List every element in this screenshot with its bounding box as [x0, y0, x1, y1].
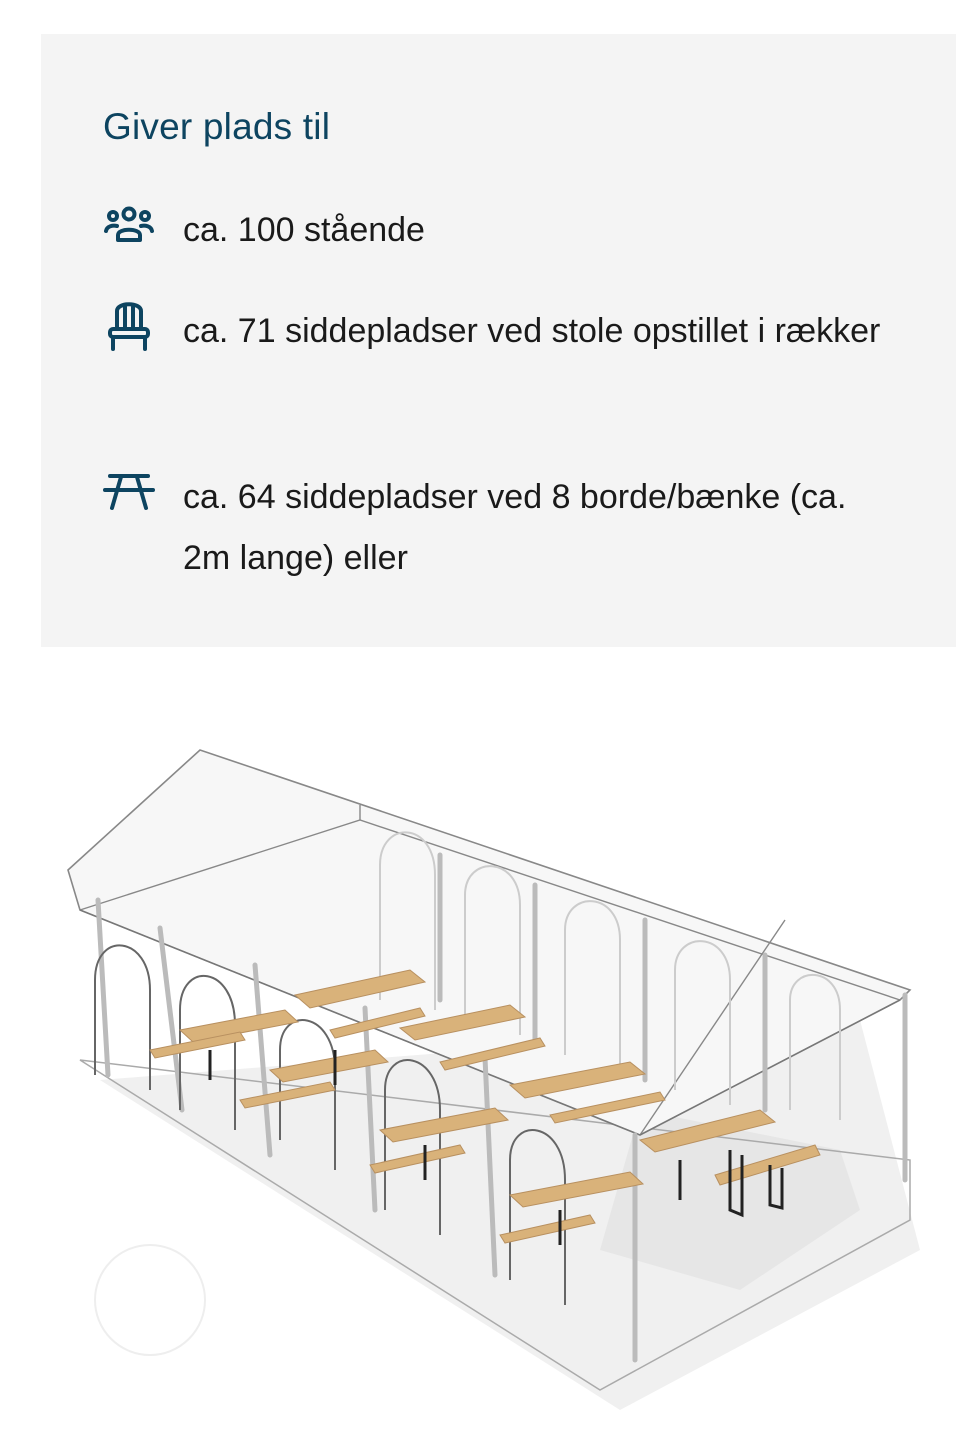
capacity-text-tables: ca. 64 siddepladser ved 8 borde/bænke (c…: [183, 478, 847, 577]
chair-icon: [103, 299, 155, 351]
capacity-text-chairs: ca. 71 siddepladser ved stole opstillet …: [183, 312, 881, 350]
people-group-icon: [103, 204, 155, 256]
tent-illustration: [40, 690, 950, 1410]
capacity-title: Giver plads til: [103, 106, 331, 147]
capacity-text-standing: ca. 100 stående: [183, 211, 425, 249]
picnic-table-icon: [103, 470, 155, 522]
capacity-panel: Giver plads til ca. 100 stående: [41, 34, 956, 647]
